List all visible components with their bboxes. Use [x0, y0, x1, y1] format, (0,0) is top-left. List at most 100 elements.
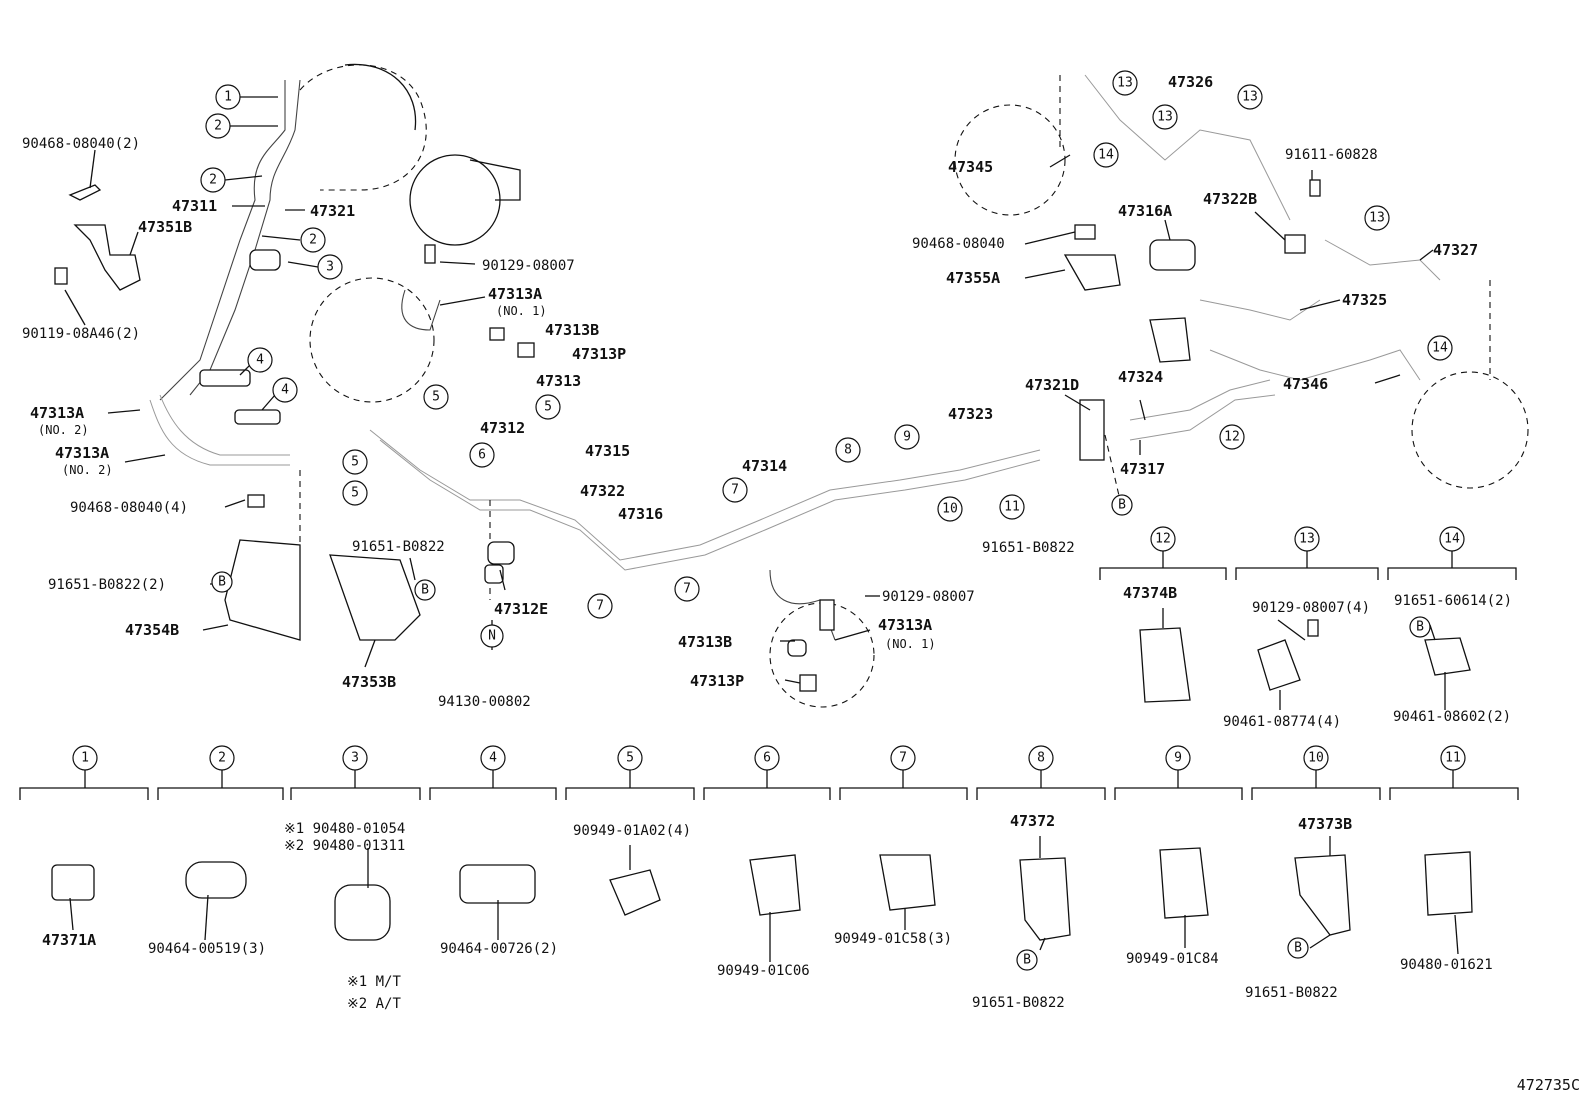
label-47313: 47313: [536, 372, 581, 390]
label-47313B: 47313B: [678, 633, 732, 651]
callout-11: 11: [999, 494, 1025, 520]
svg-text:13: 13: [1157, 110, 1173, 125]
svg-text:6: 6: [763, 751, 771, 766]
leader-lines: [64, 96, 1459, 962]
label-47313A-no2: 47313A: [30, 404, 84, 422]
label-47323: 47323: [948, 405, 993, 423]
label-no1: (NO. 1): [496, 304, 547, 318]
callout-7: 7: [587, 593, 613, 619]
legend-item-8: 8: [1028, 745, 1054, 771]
label-no1: (NO. 1): [885, 637, 936, 651]
svg-text:5: 5: [626, 751, 634, 766]
callout-B: B: [1111, 494, 1133, 516]
label-47353B: 47353B: [342, 673, 396, 691]
legend-6-bottom: 90949-01C06: [717, 963, 810, 979]
callout-4: 4: [272, 377, 298, 403]
callout-2: 2: [200, 167, 226, 193]
legend-item-11: 11: [1440, 745, 1466, 771]
legend-item-13: 13: [1294, 526, 1320, 552]
callout-2: 2: [205, 113, 231, 139]
legend-3-top1: ※1 90480-01054: [284, 821, 405, 837]
label-47316: 47316: [618, 505, 663, 523]
callout-B: B: [211, 571, 233, 593]
part-glyphs: [54, 179, 1321, 692]
svg-text:7: 7: [683, 582, 691, 597]
callout-13: 13: [1364, 205, 1390, 231]
label-47315: 47315: [585, 442, 630, 460]
callout-5: 5: [342, 480, 368, 506]
legend-14-bottom: 90461-08602(2): [1393, 709, 1511, 725]
svg-text:4: 4: [489, 751, 497, 766]
label-47311: 47311: [172, 197, 217, 215]
legend: 12 47374B 13 90129-08007(4) 90461-08774(…: [42, 526, 1512, 1012]
svg-text:5: 5: [351, 486, 359, 501]
label-91611-60828: 91611-60828: [1285, 147, 1378, 163]
label-47313A-no2: 47313A: [55, 444, 109, 462]
label-47326: 47326: [1168, 73, 1213, 91]
label-47346: 47346: [1283, 375, 1328, 393]
svg-text:14: 14: [1098, 148, 1114, 163]
svg-text:8: 8: [844, 443, 852, 458]
callout-B: B: [1016, 949, 1038, 971]
legend-7-bottom: 90949-01C58(3): [834, 931, 952, 947]
svg-text:13: 13: [1242, 90, 1258, 105]
label-47324: 47324: [1118, 368, 1163, 386]
label-no2: (NO. 2): [38, 423, 89, 437]
label-91651-B0822: 91651-B0822: [352, 539, 445, 555]
svg-text:3: 3: [351, 751, 359, 766]
legend-8-bottom: 91651-B0822: [972, 995, 1065, 1011]
svg-text:2: 2: [214, 119, 222, 134]
legend-item-4: 4: [480, 745, 506, 771]
callout-8: 8: [835, 437, 861, 463]
svg-text:B: B: [421, 583, 429, 598]
legend-1-bottom: 47371A: [42, 931, 96, 949]
legend-12-top: 47374B: [1123, 584, 1177, 602]
callout-6: 6: [469, 442, 495, 468]
label-47351B: 47351B: [138, 218, 192, 236]
svg-text:B: B: [1118, 498, 1126, 513]
part-labels: 90468-08040(2) 47351B 90119-08A46(2) 473…: [22, 73, 1478, 710]
svg-text:8: 8: [1037, 751, 1045, 766]
svg-text:2: 2: [218, 751, 226, 766]
label-47321D: 47321D: [1025, 376, 1079, 394]
callout-14: 14: [1093, 142, 1119, 168]
callout-14: 14: [1427, 335, 1453, 361]
svg-text:B: B: [218, 575, 226, 590]
legend-2-bottom: 90464-00519(3): [148, 941, 266, 957]
legend-item-7: 7: [890, 745, 916, 771]
label-91651-B0822: 91651-B0822: [982, 540, 1075, 556]
legend-brackets: [19, 550, 1519, 800]
svg-text:11: 11: [1004, 500, 1020, 515]
svg-text:12: 12: [1155, 532, 1171, 547]
legend-3-top2: ※2 90480-01311: [284, 838, 405, 854]
legend-part-glyphs: [51, 619, 1473, 941]
legend-11-bottom: 90480-01621: [1400, 957, 1493, 973]
callout-N: N: [480, 624, 504, 648]
svg-text:2: 2: [309, 233, 317, 248]
legend-item-1: 1: [72, 745, 98, 771]
label-47354B: 47354B: [125, 621, 179, 639]
label-47317: 47317: [1120, 460, 1165, 478]
label-47312E: 47312E: [494, 600, 548, 618]
legend-10-bottom: 91651-B0822: [1245, 985, 1338, 1001]
callout-1: 1: [215, 84, 241, 110]
svg-text:4: 4: [256, 353, 264, 368]
label-47314: 47314: [742, 457, 787, 475]
callout-5: 5: [342, 449, 368, 475]
legend-item-5: 5: [617, 745, 643, 771]
legend-item-12: 12: [1150, 526, 1176, 552]
label-47322: 47322: [580, 482, 625, 500]
label-47313P: 47313P: [690, 672, 744, 690]
callout-5: 5: [423, 384, 449, 410]
label-47355A: 47355A: [946, 269, 1000, 287]
label-47313P: 47313P: [572, 345, 626, 363]
svg-text:3: 3: [326, 260, 334, 275]
callout-B: B: [1409, 616, 1431, 638]
legend-4-bottom: 90464-00726(2): [440, 941, 558, 957]
svg-text:7: 7: [731, 483, 739, 498]
callout-7: 7: [674, 576, 700, 602]
callout-12: 12: [1219, 424, 1245, 450]
svg-text:11: 11: [1445, 751, 1461, 766]
legend-item-14: 14: [1439, 526, 1465, 552]
legend-item-6: 6: [754, 745, 780, 771]
